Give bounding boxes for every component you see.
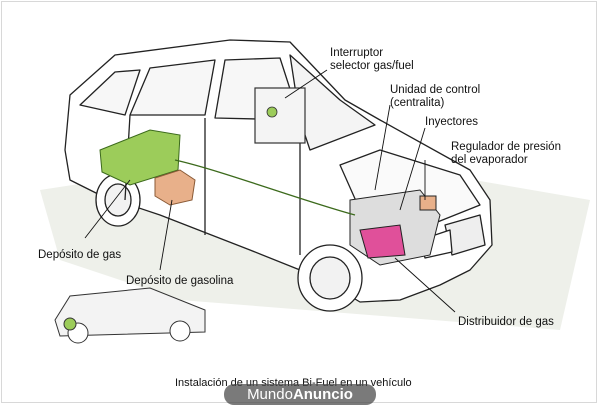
label-inyectores: Inyectores — [425, 116, 479, 128]
label-deposito-gasolina: Depósito de gasolina — [126, 275, 234, 287]
label-unidad-control: Unidad de control (centralita) — [390, 84, 481, 109]
watermark: MundoAnuncio — [224, 384, 376, 405]
rear-window — [79, 69, 141, 116]
label-interruptor: Interruptor selector gas/fuel — [330, 47, 414, 72]
label-distribuidor: Distribuidor de gas — [458, 316, 554, 328]
inset-car — [54, 287, 206, 344]
label-deposito-gas: Depósito de gas — [38, 249, 122, 261]
gas-line — [174, 159, 356, 216]
switch-inset — [254, 87, 306, 144]
side-window-rear — [129, 59, 216, 116]
engine — [349, 189, 441, 266]
petrol-tank — [154, 169, 196, 206]
gas-tank — [99, 129, 181, 186]
label-regulador: Regulador de presión del evaporador — [451, 141, 561, 166]
